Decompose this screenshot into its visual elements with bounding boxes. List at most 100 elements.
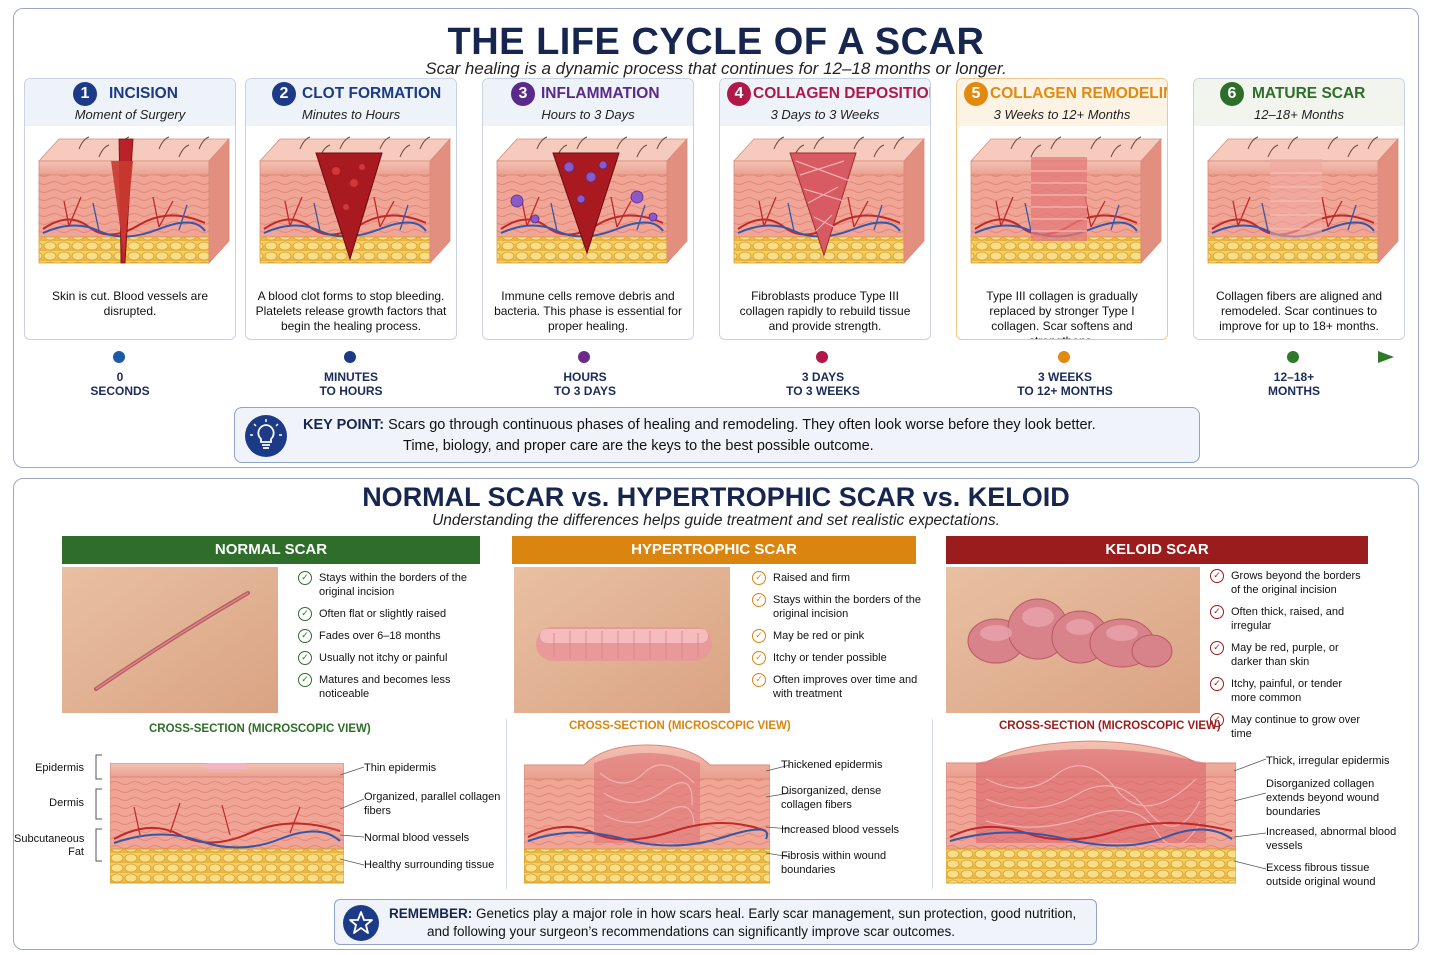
callout-lines [766,764,791,858]
timeline-marker [578,351,590,363]
hypertrophic-scar-features: ✓Raised and firm ✓Stays within the borde… [752,571,922,709]
check-circle-icon: ✓ [1210,713,1224,727]
list-item: ✓Itchy, painful, or tender more common [1210,677,1370,705]
stage-card-collagen-deposition: 4 COLLAGEN DEPOSITION 3 Days to 3 Weeks … [719,78,931,340]
skin-incision-illustration [38,136,230,264]
inflammation-illustration [496,136,688,264]
check-circle-icon: ✓ [752,629,766,643]
stage-title: INFLAMMATION [541,85,660,102]
check-circle-icon: ✓ [1210,605,1224,619]
column-divider [506,719,507,889]
timeline-marker [1058,351,1070,363]
key-point-callout: KEY POINT: Scars go through continuous p… [234,407,1200,463]
stage-card-inflammation: 3 INFLAMMATION Hours to 3 Days Immune ce… [482,78,694,340]
callout-label: Increased, abnormal blood vessels [1266,826,1397,852]
cross-section-title: CROSS-SECTION (MICROSCOPIC VIEW) [999,720,1221,732]
lifecycle-title: THE LIFE CYCLE OF A SCAR [447,21,985,63]
remember-callout: REMEMBER: Genetics play a major role in … [334,899,1097,945]
keloid-scar-features: ✓Grows beyond the borders of the origina… [1210,569,1370,749]
mature-scar-illustration [1207,136,1399,264]
stage-title: MATURE SCAR [1252,85,1366,102]
key-point-label: KEY POINT: [303,417,385,433]
stage-header: 1 INCISION Moment of Surgery [25,79,235,126]
callout-label: Fibrosis within wound boundaries [781,850,887,876]
remember-text: REMEMBER: Genetics play a major role in … [389,906,1077,921]
list-item: ✓Stays within the borders of the origina… [298,571,478,599]
stage-time: 12–18+ Months [1254,107,1344,122]
stage-title: INCISION [109,85,178,102]
check-circle-icon: ✓ [1210,569,1224,583]
cross-section-title: CROSS-SECTION (MICROSCOPIC VIEW) [569,720,791,732]
layer-brackets [95,754,102,862]
healing-timeline [56,351,1394,363]
stage-description: A blood clot forms to stop bleeding. Pla… [255,289,447,333]
keloid-scar-cross-section [946,740,1236,884]
timeline-marker [113,351,125,363]
list-item: ✓Grows beyond the borders of the origina… [1210,569,1370,597]
list-item: ✓Fades over 6–18 months [298,629,478,643]
remember-label: REMEMBER: [389,906,473,921]
stage-description: Type III collagen is gradually replaced … [986,289,1138,339]
callout-label: Normal blood vessels [364,832,470,844]
callout-label: Excess fibrous tissue outside original w… [1266,862,1376,888]
list-item: ✓Often flat or slightly raised [298,607,478,621]
check-circle-icon: ✓ [298,607,312,621]
check-circle-icon: ✓ [298,651,312,665]
normal-scar-photo [62,567,278,713]
key-point-text-2: Time, biology, and proper care are the k… [403,438,874,454]
lifecycle-subtitle: Scar healing is a dynamic process that c… [425,59,1007,78]
timeline-marker [344,351,356,363]
list-item: ✓Often improves over time and with treat… [752,673,922,701]
stage-number: 3 [511,82,535,106]
check-circle-icon: ✓ [752,673,766,687]
hypertrophic-scar-cross-section [524,744,770,884]
check-circle-icon: ✓ [752,571,766,585]
stage-time: 3 Days to 3 Weeks [770,107,880,122]
callout-label: Thin epidermis [364,762,437,774]
comparison-panel: NORMAL SCAR vs. HYPERTROPHIC SCAR vs. KE… [13,478,1419,950]
layer-label-subcutaneous-fat: Subcutaneous Fat [14,833,85,858]
callout-label: Organized, parallel collagen fibers [364,791,501,817]
lifecycle-panel: THE LIFE CYCLE OF A SCAR Scar healing is… [13,8,1419,468]
list-item: ✓Often thick, raised, and irregular [1210,605,1370,633]
callout-label: Thickened epidermis [781,759,883,771]
list-item: ✓May be red or pink [752,629,922,643]
stage-time: Hours to 3 Days [541,107,635,122]
key-point-text: KEY POINT: Scars go through continuous p… [303,417,1096,433]
layer-label-epidermis: Epidermis [35,762,84,774]
check-circle-icon: ✓ [298,673,312,687]
timeline-marker [1287,351,1299,363]
cross-section-title: CROSS-SECTION (MICROSCOPIC VIEW) [149,723,371,735]
callout-lines [1234,758,1267,870]
column-divider [932,719,933,889]
comparison-subtitle: Understanding the differences helps guid… [432,512,1000,529]
list-item: ✓Itchy or tender possible [752,651,922,665]
collagen-deposition-illustration [733,136,925,264]
layer-label-dermis: Dermis [49,797,84,809]
clot-illustration [259,136,451,264]
stage-title: COLLAGEN REMODELING [990,85,1168,102]
collagen-remodeling-illustration [970,136,1162,264]
check-circle-icon: ✓ [298,629,312,643]
normal-scar-cross-section [110,763,344,884]
list-item: ✓May continue to grow over time [1210,713,1370,741]
stage-number: 5 [964,82,988,106]
stage-card-incision: 1 INCISION Moment of Surgery Skin is cut… [24,78,236,340]
callout-label: Disorganized collagen extends beyond wou… [1266,778,1380,818]
stage-time: Moment of Surgery [74,107,186,122]
stage-header: 6 MATURE SCAR 12–18+ Months [1194,79,1404,126]
stage-header: 4 COLLAGEN DEPOSITION 3 Days to 3 Weeks [720,79,930,126]
check-circle-icon: ✓ [1210,677,1224,691]
stage-time: Minutes to Hours [301,107,401,122]
lightbulb-icon [245,415,287,457]
stage-title: CLOT FORMATION [302,85,442,102]
stage-card-clot-formation: 2 CLOT FORMATION Minutes to Hours A bloo… [245,78,457,340]
stage-header: 2 CLOT FORMATION Minutes to Hours [246,79,456,126]
callout-label: Disorganized, dense collagen fibers [781,785,882,811]
timeline-marker [816,351,828,363]
list-item: ✓Usually not itchy or painful [298,651,478,665]
stage-number: 6 [1220,82,1244,106]
